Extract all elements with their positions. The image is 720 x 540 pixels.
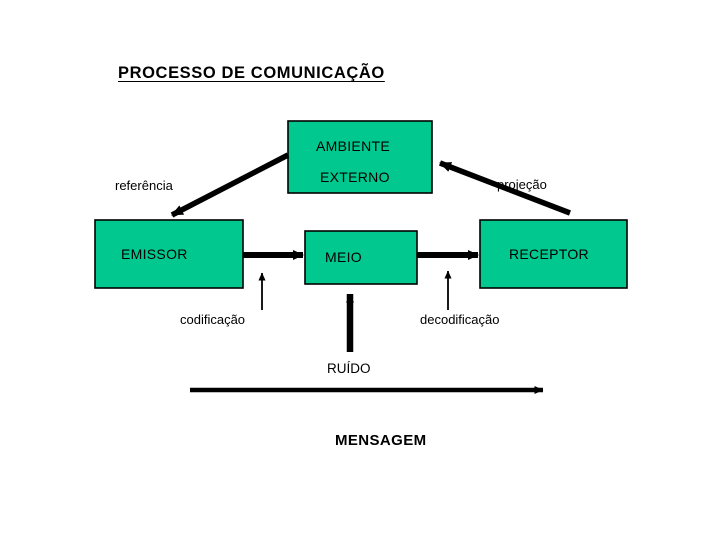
box-emissor xyxy=(94,219,244,289)
arrow-receptor-to-ambiente xyxy=(439,160,571,216)
box-label-emissor: EMISSOR xyxy=(121,246,188,262)
annotation-decodificacao: decodificação xyxy=(420,312,500,327)
annotation-ruido: RUÍDO xyxy=(327,361,371,376)
arrow-ambiente-to-emissor xyxy=(170,152,290,218)
annotation-projecao: projeção xyxy=(497,177,547,192)
annotation-codificacao: codificação xyxy=(180,312,246,327)
box-meio xyxy=(304,230,418,285)
box-label-ambiente: AMBIENTE xyxy=(316,138,390,154)
box-ambiente-externo xyxy=(287,120,433,194)
box-receptor xyxy=(479,219,628,289)
annotation-referencia: referência xyxy=(115,178,173,193)
annotation-mensagem: MENSAGEM xyxy=(335,432,427,449)
page-title: PROCESSO DE COMUNICAÇÃO xyxy=(118,64,385,82)
box-label-meio: MEIO xyxy=(325,249,362,265)
box-label-externo: EXTERNO xyxy=(320,169,390,185)
box-label-receptor: RECEPTOR xyxy=(509,246,589,262)
